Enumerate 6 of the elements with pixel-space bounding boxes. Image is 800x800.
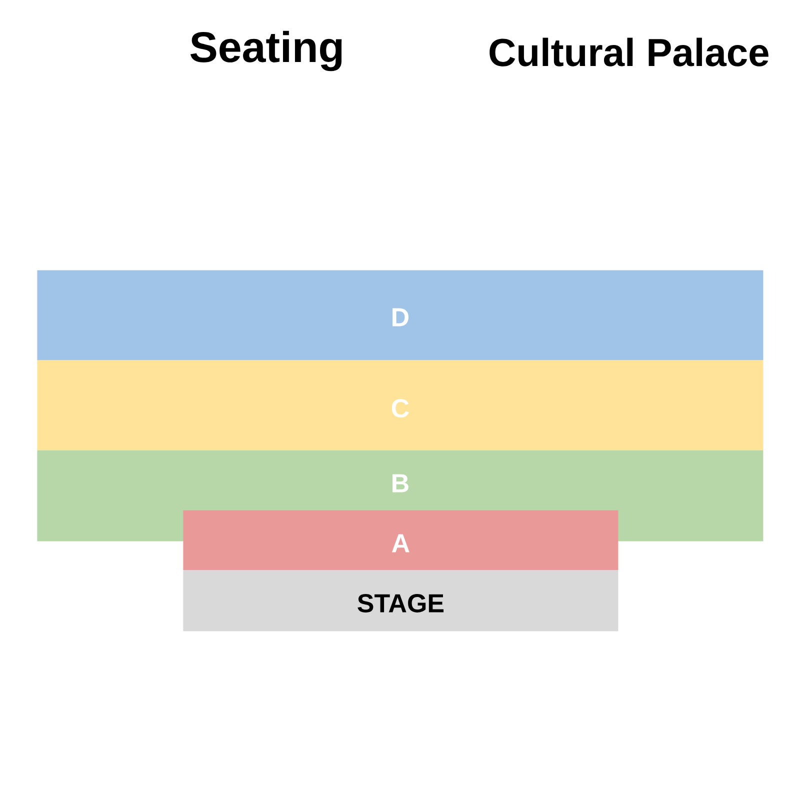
stage-block: STAGE <box>183 570 618 632</box>
title: Seating <box>190 30 342 72</box>
venue-name: Cultural Palace <box>490 38 768 66</box>
seating-section: A <box>183 510 618 570</box>
seating-section: D <box>37 270 764 360</box>
seating-section: C <box>37 360 764 450</box>
